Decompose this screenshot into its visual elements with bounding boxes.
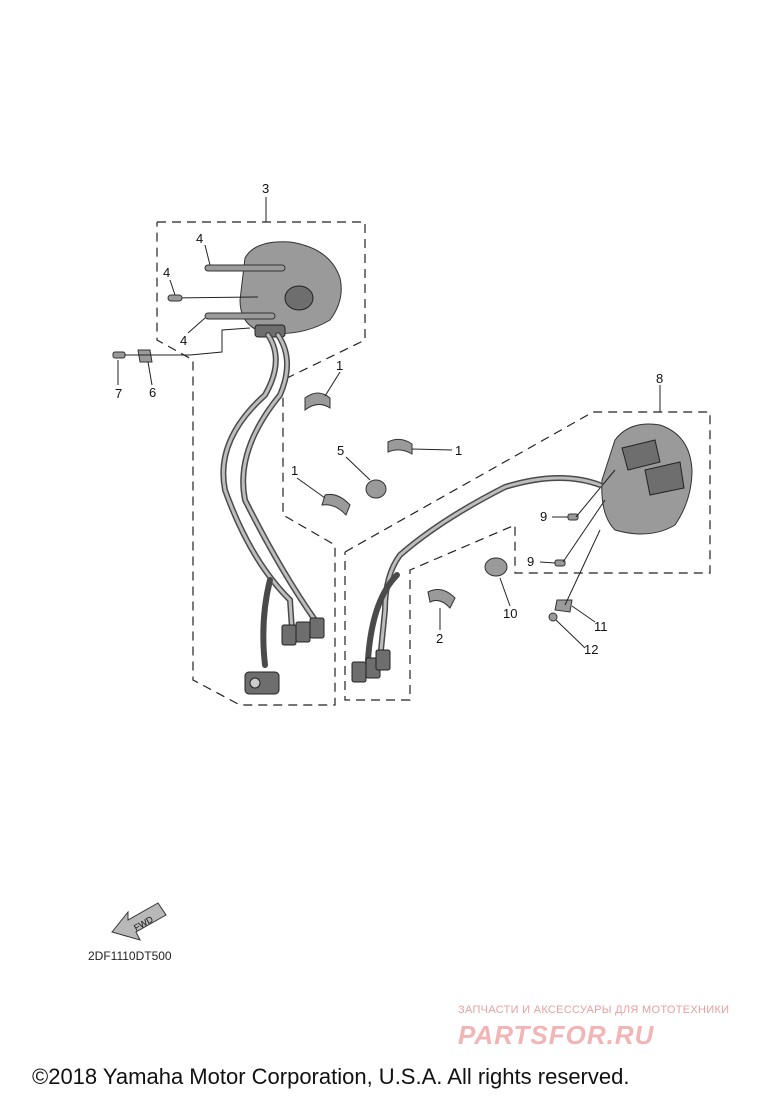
left-switch-housing: [239, 241, 342, 338]
part-12-screw: [548, 612, 558, 622]
clamp-6: [137, 349, 153, 363]
callout-1-top: 1: [336, 358, 343, 373]
clamp-2: [427, 589, 456, 609]
parts-diagram: 3 4 4 4 7 6 1 1 1 5 8 9 9 2 10 11 12 FWD: [111, 181, 711, 941]
screw-4-mid: [169, 296, 259, 299]
callout-5: 5: [337, 443, 344, 458]
clamp-1-mid: [387, 438, 413, 455]
callout-11: 11: [594, 619, 608, 634]
callout-9-top: 9: [540, 509, 547, 524]
screw-7: [112, 351, 126, 359]
left-wire-harness: [220, 332, 325, 695]
clamp-1-top: [304, 392, 331, 412]
callout-6: 6: [149, 385, 156, 400]
screw-4-top: [204, 264, 286, 272]
part-11-bracket: [554, 599, 573, 613]
copyright-notice: ©2018 Yamaha Motor Corporation, U.S.A. A…: [32, 1064, 630, 1089]
watermark-tagline: ЗАПЧАСТИ И АКСЕССУАРЫ ДЛЯ МОТОТЕХНИКИ: [458, 1004, 730, 1016]
watermark-logo: PARTSFOR.RU: [458, 1020, 655, 1050]
callout-12: 12: [584, 642, 598, 657]
callout-7: 7: [115, 386, 122, 401]
left-assembly-outline: [156, 221, 366, 706]
callout-2: 2: [436, 631, 443, 646]
clamp-5: [365, 479, 387, 499]
right-assembly-outline: [344, 411, 711, 701]
diagram-code: 2DF1110DT500: [88, 949, 172, 963]
clamp-1-bottom: [321, 494, 351, 516]
fwd-arrow-icon: FWD: [111, 902, 167, 941]
callout-9-bottom: 9: [527, 554, 534, 569]
callout-3: 3: [262, 181, 269, 196]
callout-4-bottom: 4: [180, 333, 187, 348]
callout-4-mid: 4: [163, 265, 170, 280]
callout-1-bottom: 1: [291, 463, 298, 478]
callout-1-mid: 1: [455, 443, 462, 458]
right-wire-harness: [351, 475, 603, 683]
callout-4-top: 4: [196, 231, 203, 246]
callout-8: 8: [656, 371, 663, 386]
right-switch-housing: [601, 423, 693, 535]
callout-10: 10: [503, 606, 517, 621]
screw-4-bottom: [204, 312, 276, 320]
part-10-grommet: [484, 557, 508, 577]
